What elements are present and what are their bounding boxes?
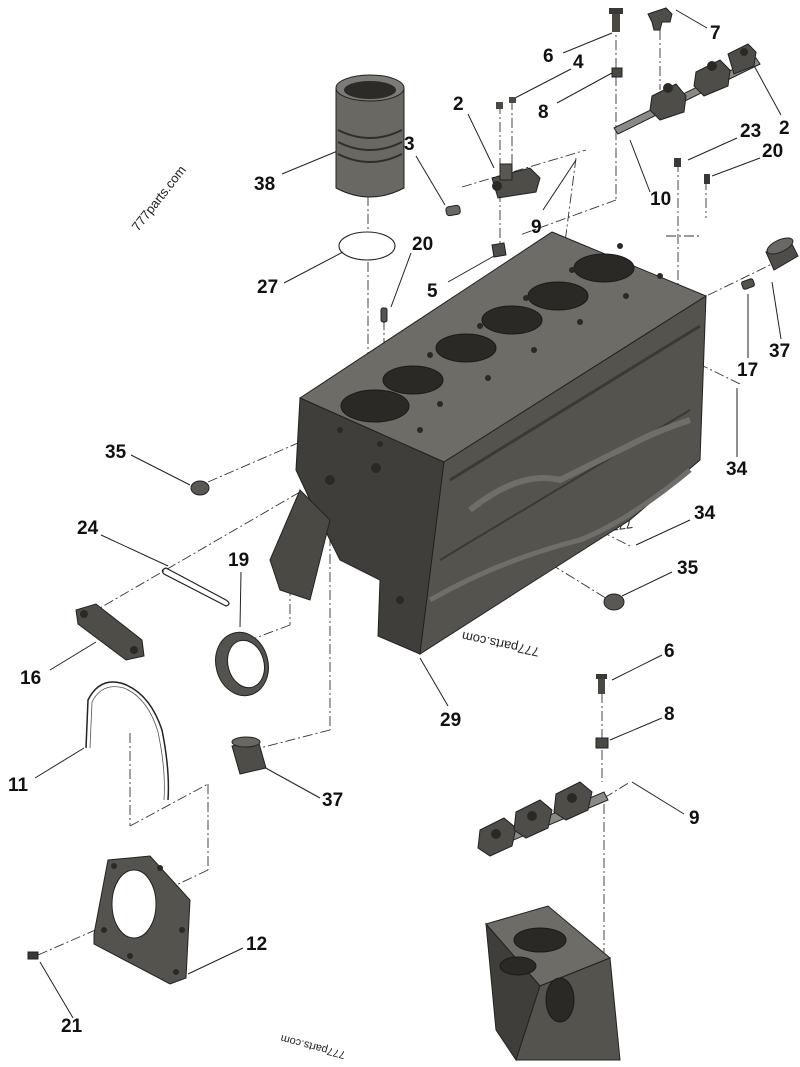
callout-9: 9 [689, 808, 700, 829]
callout-12: 12 [246, 934, 267, 955]
callout-11: 11 [8, 775, 29, 796]
callout-35: 35 [677, 558, 699, 579]
callout-24: 24 [77, 518, 99, 539]
pin [380, 307, 388, 323]
callout-labels: 6 7 4 8 2 2 3 38 23 20 9 10 20 27 5 37 1… [8, 23, 790, 1037]
watermark-top-left: 777parts.com [129, 163, 189, 234]
callout-19: 19 [228, 550, 249, 571]
callout-2: 2 [779, 118, 790, 139]
nut [611, 67, 623, 78]
expansion-plug [603, 593, 625, 611]
watermark-lower: 777parts.com [460, 629, 540, 660]
bolt [596, 674, 607, 694]
rocker-support [491, 163, 541, 199]
callout-29: 29 [440, 710, 461, 731]
gasket-strip [161, 567, 230, 607]
screw [27, 951, 39, 960]
callout-2: 2 [453, 94, 464, 115]
nut [509, 97, 516, 103]
nut [496, 102, 503, 109]
callout-17: 17 [737, 360, 758, 381]
plug [704, 174, 710, 184]
callout-5: 5 [427, 281, 438, 302]
callout-37: 37 [769, 341, 790, 362]
callout-35: 35 [105, 442, 127, 463]
callout-8: 8 [664, 704, 675, 725]
callout-10: 10 [650, 189, 671, 210]
expansion-plug [190, 480, 210, 496]
nut [595, 737, 609, 749]
seal-ring [215, 631, 269, 697]
callout-6: 6 [543, 46, 554, 67]
callout-3: 3 [404, 134, 415, 155]
callout-34: 34 [726, 459, 748, 480]
callout-6: 6 [664, 641, 675, 662]
callout-34: 34 [694, 503, 716, 524]
callout-8: 8 [538, 102, 549, 123]
cylinder-liner [335, 74, 405, 198]
gasket-inner-edge [89, 686, 165, 801]
callout-27: 27 [257, 277, 278, 298]
rocker-shaft-assembly-lower [477, 781, 609, 857]
callout-38: 38 [254, 174, 275, 195]
callout-21: 21 [61, 1016, 83, 1037]
leader-lines [34, 9, 782, 1019]
callout-37: 37 [322, 790, 343, 811]
callout-9: 9 [531, 217, 542, 238]
camshaft-bushing [765, 237, 799, 271]
callout-23: 23 [740, 121, 761, 142]
engine-block-detail [485, 905, 621, 1062]
callout-20: 20 [762, 141, 783, 162]
rear-seal-housing [93, 855, 191, 985]
callout-20: 20 [412, 234, 433, 255]
spacer [491, 242, 507, 258]
rocker-shaft-assembly [613, 43, 761, 135]
dowel [741, 278, 755, 290]
watermark-bottom: 777parts.com [279, 1032, 346, 1061]
plug [674, 158, 681, 167]
camshaft-bushing [231, 736, 267, 775]
bushing [445, 204, 461, 217]
callout-4: 4 [573, 52, 584, 73]
gasket [85, 681, 170, 801]
callout-7: 7 [710, 23, 721, 44]
engine-block [269, 231, 708, 655]
bolt [609, 8, 623, 32]
callout-16: 16 [20, 668, 41, 689]
o-ring [338, 231, 396, 261]
clip [647, 7, 673, 31]
bracket [75, 603, 145, 661]
